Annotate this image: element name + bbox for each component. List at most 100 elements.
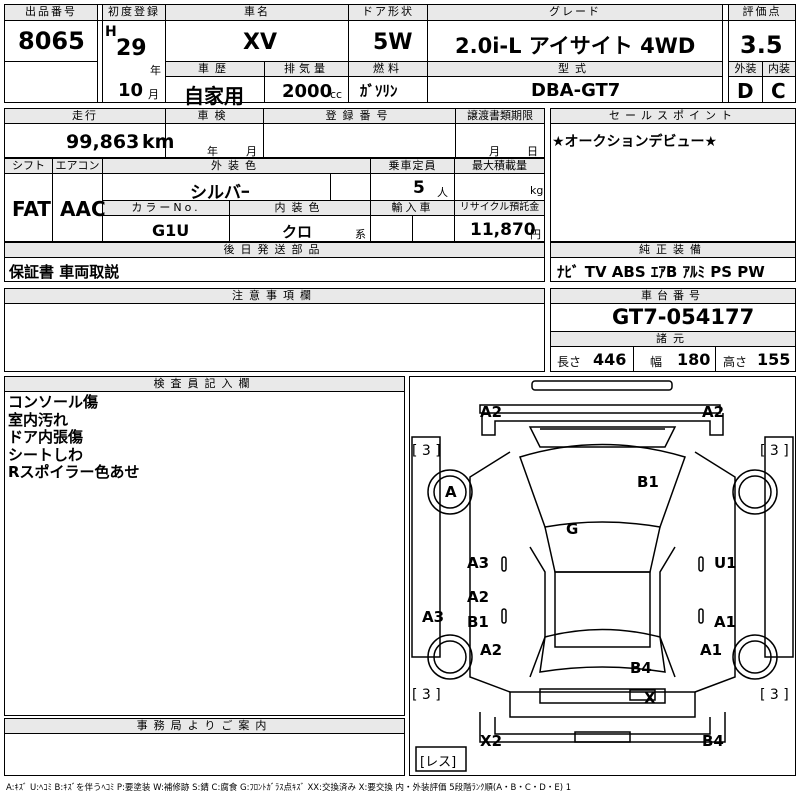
- equipment-list: ﾅﾋﾞ TV ABS ｴｱB ｱﾙﾐ PS PW: [557, 263, 765, 281]
- mark-u1-front-door-right: U1: [714, 554, 737, 572]
- color-no-label: カラーNo.: [103, 201, 229, 215]
- int-color-unit: 系: [355, 228, 366, 241]
- model-code: DBA-GT7: [531, 80, 621, 101]
- car-history: 自家用: [184, 84, 244, 108]
- height-label: 高さ: [723, 355, 748, 369]
- interior-grade: C: [771, 79, 786, 103]
- parts-value: 保証書 車両取説: [9, 263, 120, 281]
- exterior-label: 外装: [729, 62, 762, 76]
- mark-a2-front-left: A2: [480, 403, 502, 421]
- score-label: 評価点: [729, 5, 795, 20]
- car-diagram-drawing: A2 A2 [ 3 ] [ 3 ] A B1 G A3 U1 A2 A3 B1 …: [411, 380, 794, 772]
- inspector-note: 室内汚れ: [8, 410, 69, 429]
- damage-legend: A:ｷｽﾞ U:ﾍｺﾐ B:ｷｽﾞを伴うﾍｺﾐ P:要塗装 W:補修跡 S:錆 …: [6, 783, 572, 793]
- inspector-note: シートしわ: [8, 445, 84, 464]
- inspector-note: ドア内張傷: [8, 428, 84, 446]
- mileage: 99,863: [66, 131, 140, 153]
- exterior-grade: D: [737, 79, 754, 103]
- mark-tire-rear-left: [ 3 ]: [412, 687, 441, 703]
- int-color-label: 内装色: [230, 201, 370, 215]
- row2-frame: [4, 108, 545, 158]
- office-label: 事務局よりご案内: [5, 719, 404, 733]
- interior-label: 内装: [763, 62, 795, 76]
- selling-point-label: セールスポイント: [551, 109, 795, 123]
- lot-label: 出品番号: [5, 5, 97, 20]
- selling-point: ★オークションデビュー★: [552, 134, 718, 150]
- mark-a1-rear-fender-right: A1: [700, 641, 722, 659]
- lot-number: 8065: [18, 27, 85, 55]
- parts-label: 後日発送部品: [5, 243, 544, 257]
- color-number: G1U: [152, 221, 190, 240]
- car-name: XV: [243, 30, 277, 55]
- recycle-label: リサイクル預託金: [455, 201, 544, 215]
- transfer-month-unit: 月: [489, 145, 500, 158]
- chassis-frame: [550, 288, 796, 372]
- car-history-label: 車歴: [166, 62, 264, 76]
- mark-a-fender: A: [445, 483, 457, 501]
- ext-color-label: 外装色: [103, 159, 370, 173]
- mark-b1-rear-door: B1: [467, 613, 489, 631]
- mark-spare-tire: [レス]: [420, 755, 456, 770]
- inspector-label: 検査員記入欄: [5, 377, 404, 391]
- reg-month: 10: [118, 80, 144, 101]
- displacement-label: 排気量: [265, 62, 348, 76]
- width: 180: [677, 350, 711, 369]
- mark-g-windshield: G: [566, 520, 578, 538]
- displacement-unit: cc: [330, 88, 343, 101]
- reg-year: 29: [116, 36, 147, 61]
- shift: FAT: [12, 197, 51, 221]
- mark-x-rear-panel: X: [644, 689, 656, 707]
- int-color: クロ: [282, 223, 313, 241]
- chassis-label: 車台番号: [551, 289, 795, 303]
- mark-a2-rear-fender: A2: [480, 641, 502, 659]
- mark-a2-rear-door: A2: [467, 588, 489, 606]
- ext-color: シルバｰ: [190, 183, 250, 203]
- import-label: 輸入車: [371, 201, 454, 215]
- inspector-notes: コンソール傷 室内汚れ ドア内張傷 シートしわ Rスポイラー色あせ: [8, 393, 140, 482]
- score: 3.5: [740, 31, 783, 59]
- fuel-label: 燃料: [349, 62, 427, 76]
- mark-tire-front-left: [ 3 ]: [412, 443, 441, 459]
- model-label: 型式: [428, 62, 722, 76]
- fuel: ｶﾞｿﾘﾝ: [360, 82, 398, 100]
- transfer-day-unit: 日: [527, 145, 538, 158]
- inspector-frame: [4, 376, 405, 716]
- mark-a1-rear-door-right: A1: [714, 613, 736, 631]
- length-label: 長さ: [557, 355, 582, 369]
- office-frame: [4, 718, 405, 776]
- width-label: 幅: [650, 355, 663, 369]
- inspector-note: Rスポイラー色あせ: [8, 463, 140, 481]
- dims-label: 諸元: [551, 332, 795, 346]
- insp-month-unit: 月: [246, 145, 257, 158]
- mark-b4-rear-bumper: B4: [702, 732, 724, 750]
- air-conditioner: AAC: [60, 197, 106, 221]
- mileage-unit: km: [142, 131, 175, 153]
- month-unit: 月: [148, 88, 159, 101]
- mark-a2-front-right: A2: [702, 403, 724, 421]
- transfer-label: 譲渡書類期限: [456, 109, 544, 123]
- capacity: 5: [413, 178, 425, 198]
- door-type: 5W: [373, 30, 413, 55]
- inspector-note: コンソール傷: [8, 393, 99, 411]
- mark-a3-front-door: A3: [467, 554, 489, 572]
- recycle-deposit: 11,870: [470, 220, 536, 240]
- era: H: [105, 24, 117, 40]
- ac-label: エアコン: [53, 159, 102, 173]
- door-label: ドア形状: [349, 5, 427, 20]
- capacity-label: 乗車定員: [371, 159, 454, 173]
- grade: 2.0i-L アイサイト 4WD: [455, 34, 696, 58]
- year-unit: 年: [150, 64, 161, 77]
- header-frame: [4, 4, 796, 103]
- recycle-unit: 円: [530, 228, 541, 241]
- mark-a3-rocker: A3: [422, 608, 444, 626]
- mark-b1-hood: B1: [637, 473, 659, 491]
- shift-label: シフト: [5, 159, 52, 173]
- car-diagram: A2 A2 [ 3 ] [ 3 ] A B1 G A3 U1 A2 A3 B1 …: [409, 376, 796, 776]
- mark-tire-rear-right: [ 3 ]: [760, 687, 789, 703]
- displacement: 2000: [282, 81, 333, 102]
- mark-tire-front-right: [ 3 ]: [760, 443, 789, 459]
- notes-label: 注意事項欄: [5, 289, 544, 303]
- max-load-unit: kg: [530, 184, 544, 197]
- max-load-label: 最大積載量: [455, 159, 544, 173]
- equipment-frame: [550, 242, 796, 282]
